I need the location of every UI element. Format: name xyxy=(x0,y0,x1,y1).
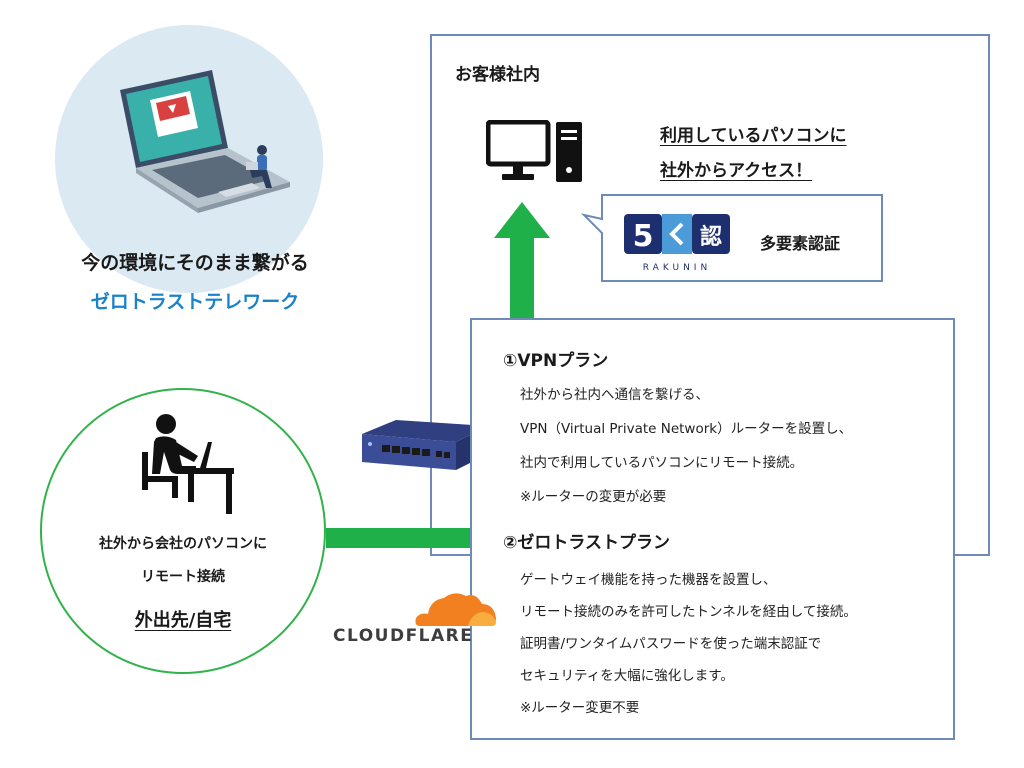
arrow-up-icon xyxy=(494,202,550,320)
zero-trust-plan-line: セキュリティを大幅に強化します。 xyxy=(520,668,734,684)
vpn-plan-line: 社外から社内へ通信を繋げる、 xyxy=(520,387,709,403)
connector-line xyxy=(326,528,472,548)
laptop-illustration xyxy=(120,70,290,213)
tagline-zero-trust: ゼロトラストテレワーク xyxy=(90,291,300,313)
rakunin-logo-text: RAKUNIN xyxy=(643,263,711,273)
worker-at-desk-icon xyxy=(142,414,234,514)
vpn-plan-line: ※ルーターの変更が必要 xyxy=(520,489,667,505)
remote-location: 外出先/自宅 xyxy=(40,606,326,632)
zero-trust-plan-line: 証明書/ワンタイムパスワードを使った端末認証で xyxy=(520,636,822,652)
tagline-primary: 今の環境にそのまま繋がる xyxy=(81,252,309,274)
cloudflare-cloud-icon xyxy=(415,593,496,626)
zero-trust-plan-line: ゲートウェイ機能を持った機器を設置し、 xyxy=(520,572,777,588)
zero-trust-plan-line: ※ルーター変更不要 xyxy=(520,700,640,716)
vpn-plan-title: ①VPNプラン xyxy=(503,351,609,371)
desktop-computer-icon xyxy=(486,120,582,182)
access-headline-line-2: 社外からアクセス！ xyxy=(660,161,813,181)
svg-text:認: 認 xyxy=(700,224,722,250)
remote-description-line-2: リモート接続 xyxy=(141,569,225,585)
zero-trust-plan-line: リモート接続のみを許可したトンネルを経由して接続。 xyxy=(520,604,857,620)
cloudflare-logo-text: CLOUDFLARE xyxy=(333,626,474,646)
zero-trust-plan-title: ②ゼロトラストプラン xyxy=(503,533,671,553)
remote-location-label: 外出先/自宅 xyxy=(134,610,232,631)
rakunin-logo: 5 認 RAKUNIN xyxy=(624,214,730,273)
vpn-plan-line: 社内で利用しているパソコンにリモート接続。 xyxy=(520,455,804,471)
plan-details-box xyxy=(470,318,955,740)
multi-factor-auth-label: 多要素認証 xyxy=(760,234,841,253)
office-title: お客様社内 xyxy=(455,65,540,85)
svg-text:5: 5 xyxy=(633,219,654,254)
remote-work-circle xyxy=(40,388,326,674)
remote-description-line-1: 社外から会社のパソコンに xyxy=(99,536,267,552)
access-headline-line-1: 利用しているパソコンに xyxy=(660,126,847,146)
vpn-plan-line: VPN（Virtual Private Network）ルーターを設置し、 xyxy=(520,421,853,437)
